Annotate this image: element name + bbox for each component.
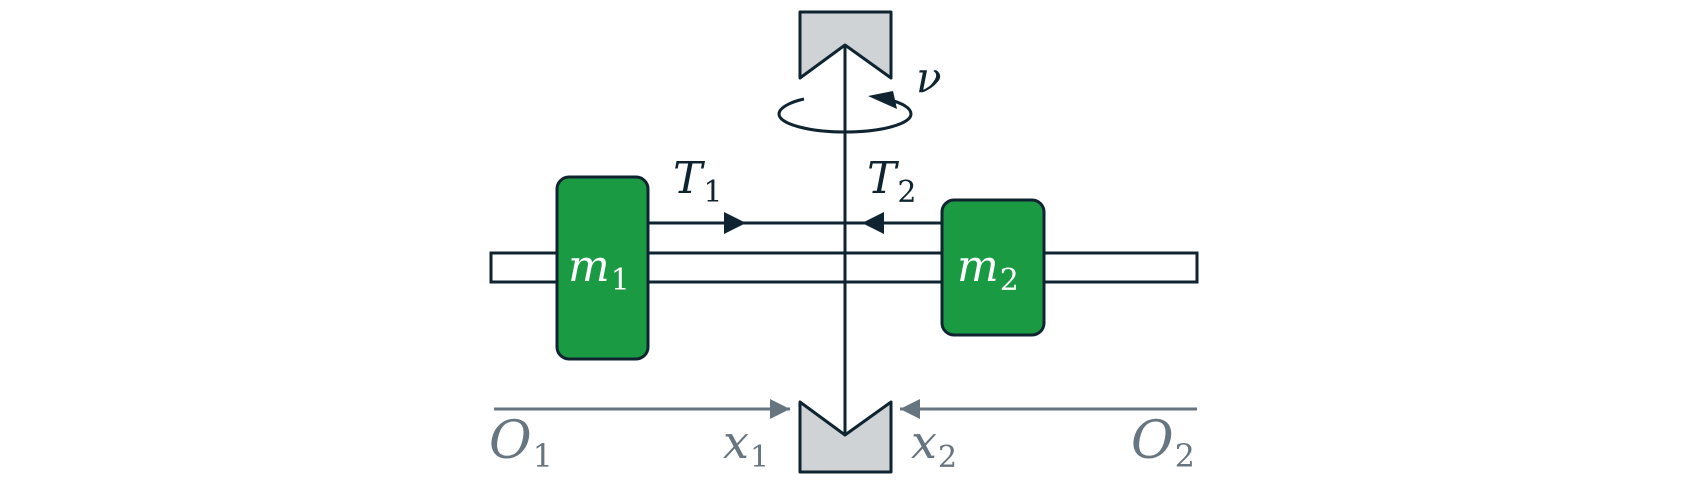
label-t1: T1: [673, 153, 722, 210]
label-o1: O1: [489, 411, 553, 475]
rotation-arrow-icon: [868, 91, 897, 109]
label-m2: m2: [957, 241, 1019, 298]
bottom-support: [798, 400, 893, 474]
label-m1: m1: [568, 241, 630, 298]
label-t2: T2: [867, 153, 916, 210]
label-nu: ν: [916, 53, 942, 102]
label-x1: x1: [723, 415, 769, 475]
label-x2: x2: [911, 415, 957, 475]
mass-m1: [555, 175, 650, 361]
label-o2: O2: [1131, 411, 1195, 475]
mass-m2: [940, 198, 1046, 337]
